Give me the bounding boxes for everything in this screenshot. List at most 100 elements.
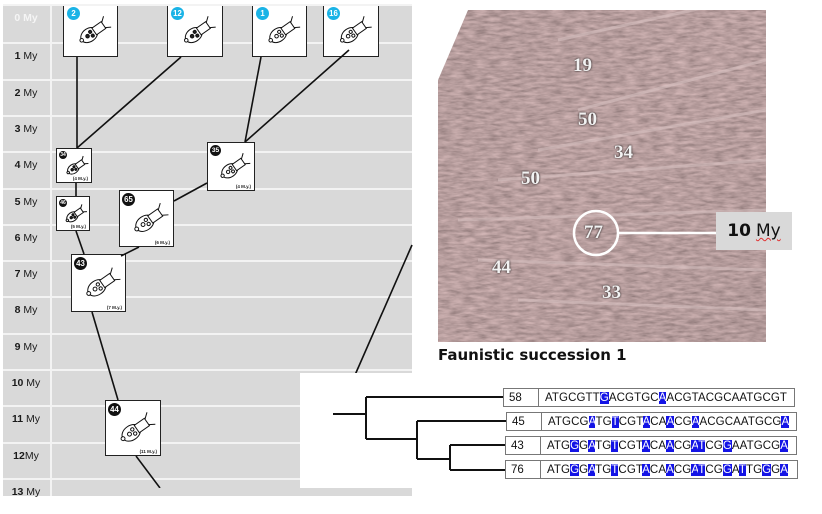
base: G [559, 391, 569, 404]
base: G [753, 439, 763, 452]
base: C [705, 439, 714, 452]
base: A [658, 439, 667, 452]
base: G [602, 439, 612, 452]
mutation-highlight: T [611, 439, 619, 452]
fossil-illustration [268, 16, 301, 44]
fossil-illustration [339, 16, 372, 44]
mutation-highlight: A [780, 463, 788, 476]
time-axis-label: 8 My [3, 298, 49, 316]
time-value: 9 [14, 340, 21, 353]
base: A [548, 415, 555, 428]
living-species-card: 1 [252, 6, 307, 57]
base: A [699, 415, 708, 428]
timeline-row: 7 My [3, 260, 412, 296]
mutation-highlight: G [570, 463, 580, 476]
fossil-illustration [183, 16, 216, 44]
mutation-highlight: A [666, 463, 674, 476]
rock-strata-photo: 19 50 34 50 77 44 33 [438, 10, 766, 342]
time-value: 3 [14, 122, 21, 135]
base: C [571, 415, 580, 428]
base: G [627, 415, 637, 428]
time-value: 2 [14, 86, 21, 99]
fossil-card: 34(4 M.y.) [56, 148, 92, 183]
sequence-id: 76 [506, 461, 541, 478]
time-unit: My [20, 268, 38, 281]
base: G [753, 391, 763, 404]
base: G [753, 463, 763, 476]
species-id-badge: 2 [67, 7, 80, 20]
base: A [739, 439, 747, 452]
base: A [547, 439, 554, 452]
time-unit: My [20, 159, 38, 172]
base: C [764, 415, 773, 428]
mutation-highlight: A [691, 439, 699, 452]
mutation-highlight: A [691, 463, 699, 476]
species-id-badge: 44 [108, 403, 121, 416]
timeline-row: 0 My [3, 4, 412, 40]
mutation-highlight: A [666, 415, 675, 428]
fossil-age-label: (4 M.y.) [235, 184, 251, 189]
fossil-illustration [66, 155, 89, 175]
base: A [666, 391, 675, 404]
time-unit: My [20, 231, 38, 244]
base: C [673, 439, 683, 452]
time-unit: My [23, 377, 41, 389]
base: C [568, 391, 577, 404]
dna-sequence: ATGGGATGTCGTACAACGATCGGAATGCGA [541, 439, 788, 452]
base: G [682, 439, 692, 452]
living-species-card: 12 [167, 6, 223, 57]
layer-number: 33 [602, 282, 621, 303]
base: T [585, 391, 593, 404]
fossil-illustration [86, 267, 121, 297]
mutation-highlight: G [599, 391, 609, 404]
mutation-highlight: A [781, 415, 790, 428]
axis-divider [50, 6, 52, 496]
mutation-highlight: A [642, 463, 650, 476]
mutation-highlight: A [658, 391, 667, 404]
mutation-highlight: T [611, 463, 619, 476]
base: C [705, 391, 715, 404]
timeline-row: 12My [3, 441, 412, 478]
time-axis-label: 7 My [3, 262, 49, 280]
base: A [545, 391, 552, 404]
base: A [731, 391, 740, 404]
base: T [553, 463, 562, 476]
base: G [579, 463, 589, 476]
mutation-highlight: G [570, 439, 580, 452]
sequence-id: 58 [504, 389, 539, 406]
base: T [635, 463, 643, 476]
base: C [650, 391, 659, 404]
timeline-row: 8 My [3, 296, 412, 332]
base: G [562, 415, 572, 428]
mutation-highlight: A [642, 439, 650, 452]
time-axis-label: 2 My [3, 81, 49, 99]
base: G [682, 463, 692, 476]
time-axis-label: 5 My [3, 190, 49, 208]
time-axis-label: 12My [3, 444, 49, 462]
time-value: 7 [14, 268, 21, 281]
time-axis-label: 3 My [3, 117, 49, 135]
base: G [771, 463, 781, 476]
time-unit: My [20, 340, 38, 353]
base: A [731, 463, 739, 476]
base: G [579, 415, 589, 428]
base: G [602, 463, 612, 476]
base: A [608, 391, 617, 404]
base: G [715, 415, 725, 428]
base: G [561, 463, 571, 476]
base: A [658, 415, 667, 428]
base: C [762, 439, 772, 452]
base: G [641, 391, 651, 404]
time-axis-label: 1 My [3, 44, 49, 62]
base: G [626, 463, 636, 476]
fossil-age-label: (6 M.y.) [154, 240, 170, 245]
species-id-badge: 1 [256, 7, 269, 20]
base: C [673, 463, 683, 476]
base: C [616, 391, 626, 404]
mutation-highlight: T [611, 415, 619, 428]
base: C [724, 415, 734, 428]
base: G [561, 439, 571, 452]
base: G [625, 391, 635, 404]
